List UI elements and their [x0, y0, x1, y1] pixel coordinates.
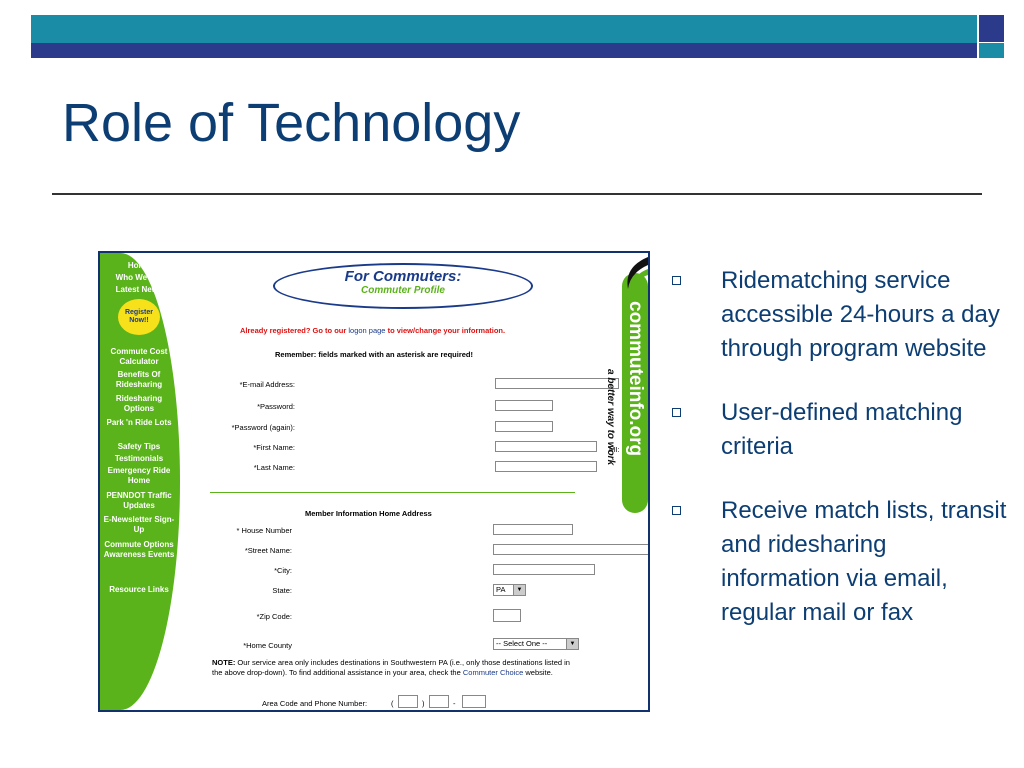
sidebar-item-safety-tips[interactable]: Safety Tips	[117, 442, 161, 451]
home-county-label: *Home County	[243, 641, 292, 650]
street-name-label: *Street Name:	[244, 546, 292, 555]
sidebar-item-home[interactable]: Home	[127, 261, 151, 270]
zip-code-field[interactable]	[493, 609, 521, 622]
header-bar-teal	[31, 15, 977, 43]
zip-code-label: *Zip Code:	[256, 612, 292, 621]
city-field[interactable]	[493, 564, 595, 575]
first-name-label: *First Name:	[253, 443, 295, 452]
sidebar-item-testimonials[interactable]: Testimonials	[114, 454, 164, 463]
sidebar-item-benefits[interactable]: Benefits Of Ridesharing	[115, 370, 163, 389]
home-county-select[interactable]: -- Select One --▼	[493, 638, 579, 650]
corner-square-navy	[979, 15, 1004, 42]
register-now-button[interactable]: Register Now!!	[118, 299, 160, 335]
email-field[interactable]	[495, 378, 619, 389]
already-registered-text: Already registered? Go to our logon page…	[240, 326, 506, 335]
commuteinfo-logo	[622, 273, 648, 513]
slide-title: Role of Technology	[62, 93, 521, 153]
required-notice: Remember: fields marked with an asterisk…	[275, 350, 473, 359]
square-bullet-icon	[672, 408, 681, 417]
logo-swoosh-icon	[627, 257, 648, 289]
phone-label: Area Code and Phone Number:	[262, 699, 368, 708]
website-screenshot: Home Who We Are Latest News Register Now…	[98, 251, 650, 712]
form-area: For Commuters: Commuter Profile Already …	[185, 253, 648, 710]
sidebar-item-commute-cost[interactable]: Commute Cost Calculator	[110, 347, 168, 366]
first-name-field[interactable]	[495, 441, 597, 452]
form-heading: For Commuters:	[344, 268, 462, 285]
sidebar-item-who-we-are[interactable]: Who We Are	[115, 273, 163, 282]
password-again-field[interactable]	[495, 421, 553, 432]
form-subheading: Commuter Profile	[361, 285, 445, 296]
sidebar-item-park-n-ride[interactable]: Park 'n Ride Lots	[106, 418, 172, 427]
password-label: *Password:	[257, 402, 295, 411]
city-label: *City:	[274, 566, 292, 575]
form-divider	[210, 492, 575, 493]
phone-line-field[interactable]	[462, 695, 486, 708]
house-number-field[interactable]	[493, 524, 573, 535]
phone-prefix-field[interactable]	[429, 695, 449, 708]
chevron-down-icon: ▼	[513, 585, 525, 595]
sidebar-item-resource-links[interactable]: Resource Links	[109, 585, 169, 594]
area-code-field[interactable]	[398, 695, 418, 708]
state-select[interactable]: PA▼	[493, 584, 526, 596]
header-bar-navy	[31, 43, 977, 58]
sidebar-item-emergency-ride[interactable]: Emergency Ride Home	[107, 466, 171, 485]
form-heading-oval: For Commuters: Commuter Profile	[273, 263, 533, 309]
sidebar-item-latest-news[interactable]: Latest News	[115, 285, 163, 294]
commuter-choice-link[interactable]: Commuter Choice	[462, 668, 524, 677]
password-field[interactable]	[495, 400, 553, 411]
bullet-item: User-defined matching criteria	[668, 396, 1008, 464]
bullet-list: Ridematching service accessible 24-hours…	[668, 264, 1008, 660]
title-divider	[52, 193, 982, 195]
address-section-heading: Member Information Home Address	[305, 509, 432, 518]
last-name-label: *Last Name:	[253, 463, 295, 472]
bullet-item: Receive match lists, transit and ridesha…	[668, 494, 1008, 630]
mi-label: MI:	[609, 445, 620, 454]
square-bullet-icon	[672, 506, 681, 515]
password-again-label: *Password (again):	[231, 423, 295, 432]
logo-tagline: a better way to work	[605, 369, 616, 466]
street-name-field[interactable]	[493, 544, 648, 555]
chevron-down-icon: ▼	[566, 639, 578, 649]
last-name-field[interactable]	[495, 461, 597, 472]
sidebar-item-ridesharing-options[interactable]: Ridesharing Options	[115, 394, 163, 413]
house-number-label: * House Number	[236, 526, 292, 535]
sidebar-item-penndot[interactable]: PENNDOT Traffic Updates	[106, 491, 172, 510]
corner-square-teal	[979, 43, 1004, 58]
sidebar-item-enewsletter[interactable]: E-Newsletter Sign-Up	[103, 515, 175, 534]
square-bullet-icon	[672, 276, 681, 285]
logo-site-text: commuteinfo.org	[625, 301, 646, 457]
email-label: *E-mail Address:	[239, 380, 295, 389]
logon-page-link[interactable]: logon page	[348, 326, 386, 335]
service-area-note: NOTE: Our service area only includes des…	[212, 658, 570, 677]
state-label: State:	[272, 586, 292, 595]
bullet-item: Ridematching service accessible 24-hours…	[668, 264, 1008, 366]
sidebar-item-awareness-events[interactable]: Commute Options Awareness Events	[103, 540, 175, 559]
